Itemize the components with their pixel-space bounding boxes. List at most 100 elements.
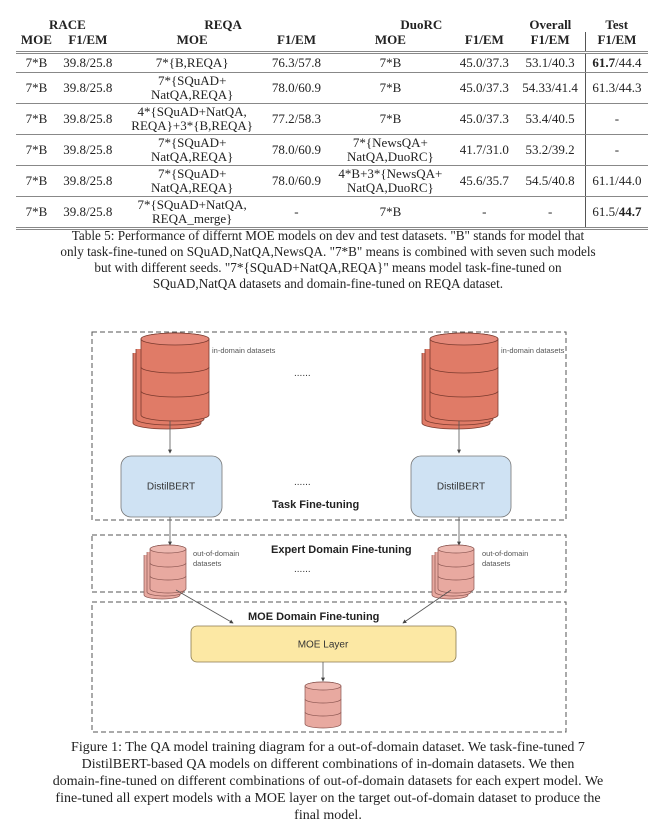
subheader-test-f1em: F1/EM [584, 32, 648, 54]
moe-finetuning-region [91, 601, 567, 733]
cell-race-moe: 7*B [16, 165, 57, 197]
cell-race-moe: 7*B [16, 52, 57, 73]
stage-label-expert: Expert Domain Fine-tuning [271, 544, 412, 556]
cell-duorc-moe: 7*B [327, 52, 454, 73]
results-table: RACE REQA DuoRC Overall Test MOE F1/EM M… [16, 17, 648, 230]
cell-reqa-f1em: 78.0/60.9 [265, 134, 328, 166]
cell-overall-f1em: 53.4/40.5 [515, 103, 586, 135]
cell-duorc-f1em: 41.7/31.0 [453, 134, 516, 166]
cell-duorc-f1em: 45.0/37.3 [453, 72, 516, 104]
cell-race-moe: 7*B [16, 103, 57, 135]
subheader-reqa-moe: MOE [118, 32, 266, 54]
best-score: 44.7 [618, 204, 642, 219]
figure-caption-line: Figure 1: The QA model training diagram … [71, 740, 585, 755]
cell-overall-f1em: 54.5/40.8 [515, 165, 586, 197]
cell-duorc-f1em: 45.0/37.3 [453, 52, 516, 73]
figure-caption-line: final model. [294, 808, 362, 823]
cell-race-f1em: 39.8/25.8 [56, 165, 119, 197]
cell-test-f1em: - [584, 103, 648, 135]
cell-reqa-moe: 7*{SQuAD+NatQA,REQA_merge} [118, 196, 266, 230]
header-test: Test [605, 17, 629, 32]
distilbert-box-left [120, 455, 223, 518]
subheader-reqa-f1em: F1/EM [265, 32, 328, 54]
cell-test-f1em: 61.5/44.7 [584, 196, 648, 230]
cell-race-moe: 7*B [16, 196, 57, 230]
cell-reqa-moe: 7*{SQuAD+NatQA,REQA} [118, 134, 266, 166]
cell-duorc-f1em: 45.0/37.3 [453, 103, 516, 135]
cell-overall-f1em: 53.2/39.2 [515, 134, 586, 166]
cell-test-f1em: 61.7/44.4 [584, 52, 648, 73]
figure-caption: Figure 1: The QA model training diagram … [0, 739, 656, 824]
ellipsis-top: ...... [294, 368, 311, 379]
cell-reqa-moe: 4*{SQuAD+NatQA,REQA}+3*{B,REQA} [118, 103, 266, 135]
out-domain-datasets-right-icon [431, 544, 475, 600]
cell-reqa-moe: 7*{SQuAD+NatQA,REQA} [118, 165, 266, 197]
training-diagram: in-domain datasets in-domain datasets ..… [91, 331, 567, 733]
cell-duorc-moe: 7*B [327, 103, 454, 135]
out-domain-label-right-2: datasets [482, 559, 511, 568]
distilbert-label-right: DistilBERT [437, 482, 485, 493]
stage-label-moe: MOE Domain Fine-tuning [248, 611, 379, 623]
ellipsis-expert: ...... [294, 564, 311, 575]
cell-reqa-f1em: 78.0/60.9 [265, 165, 328, 197]
table-caption-line: but with different seeds. "7*{SQuAD+NatQ… [94, 260, 562, 275]
in-domain-datasets-right-icon [421, 332, 499, 430]
figure-caption-line: domain-fine-tuned on different combinati… [52, 774, 604, 789]
figure-caption-line: DistilBERT-based QA models on different … [81, 757, 575, 772]
target-dataset-icon [304, 681, 342, 729]
header-race: RACE [49, 17, 86, 32]
cell-duorc-moe: 7*B [327, 196, 454, 230]
cell-test-f1em: 61.3/44.3 [584, 72, 648, 104]
table-group-header-row: RACE REQA DuoRC Overall Test [16, 17, 648, 32]
cell-duorc-moe: 7*B [327, 72, 454, 104]
subheader-race-f1em: F1/EM [56, 32, 119, 54]
cell-race-f1em: 39.8/25.8 [56, 72, 119, 104]
stage-label-task: Task Fine-tuning [272, 499, 359, 511]
subheader-duorc-f1em: F1/EM [453, 32, 516, 54]
cell-race-f1em: 39.8/25.8 [56, 134, 119, 166]
in-domain-label-right: in-domain datasets [501, 346, 565, 355]
in-domain-datasets-left-icon [132, 332, 210, 430]
out-domain-label-left-1: out-of-domain [193, 549, 239, 558]
distilbert-box-right [410, 455, 512, 518]
subheader-race-moe: MOE [16, 32, 57, 54]
out-domain-datasets-left-icon [143, 544, 187, 600]
moe-layer-box [190, 625, 457, 663]
cell-reqa-f1em: 76.3/57.8 [265, 52, 328, 73]
cell-duorc-moe: 4*B+3*{NewsQA+NatQA,DuoRC} [327, 165, 454, 197]
header-overall: Overall [529, 17, 572, 32]
ellipsis-middle: ...... [294, 477, 311, 488]
task-finetuning-region [91, 331, 567, 521]
header-reqa: REQA [204, 17, 242, 32]
subheader-overall-f1em: F1/EM [515, 32, 586, 54]
arrow-out-left-to-moe [175, 589, 234, 624]
header-duorc: DuoRC [400, 17, 443, 32]
table-caption-line: Table 5: Performance of differnt MOE mod… [71, 228, 585, 243]
cell-overall-f1em: 53.1/40.3 [515, 52, 586, 73]
cell-reqa-f1em: - [265, 196, 328, 230]
cell-duorc-moe: 7*{NewsQA+NatQA,DuoRC} [327, 134, 454, 166]
cell-test-f1em: - [584, 134, 648, 166]
table-caption: Table 5: Performance of differnt MOE mod… [0, 228, 656, 292]
cell-test-f1em: 61.1/44.0 [584, 165, 648, 197]
arrow-out-right-to-moe [402, 589, 452, 624]
table-caption-line: SQuAD,NatQA datasets and domain-fine-tun… [152, 276, 504, 291]
table-caption-line: only task-fine-tuned on SQuAD,NatQA,News… [60, 244, 596, 259]
cell-reqa-f1em: 78.0/60.9 [265, 72, 328, 104]
cell-overall-f1em: 54.33/41.4 [515, 72, 586, 104]
cell-race-moe: 7*B [16, 72, 57, 104]
out-domain-label-right-1: out-of-domain [482, 549, 528, 558]
cell-reqa-moe: 7*{B,REQA} [118, 52, 266, 73]
cell-race-moe: 7*B [16, 134, 57, 166]
in-domain-label-left: in-domain datasets [212, 346, 276, 355]
table-sub-header-row: MOE F1/EM MOE F1/EM MOE F1/EM F1/EM F1/E… [16, 32, 648, 54]
cell-reqa-moe: 7*{SQuAD+NatQA,REQA} [118, 72, 266, 104]
cell-duorc-f1em: - [453, 196, 516, 230]
